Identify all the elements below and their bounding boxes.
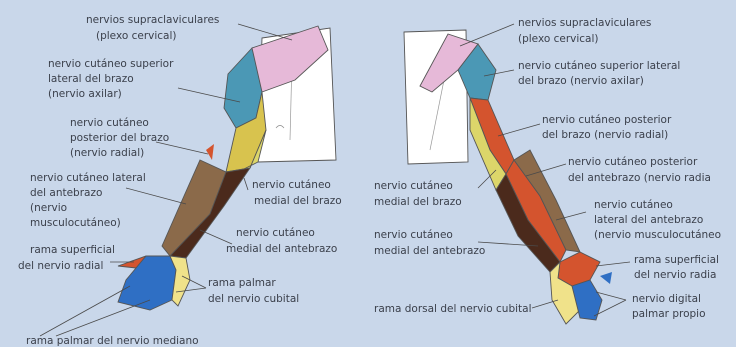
- label-digital-palmar-r: nervio digital palmar propio: [632, 293, 706, 320]
- region-superficial-radial-r: [558, 252, 600, 286]
- region-elbow-radial: [206, 144, 214, 160]
- label-medial-forearm: nervio cutáneo medial del antebrazo: [226, 227, 337, 255]
- label-lateral-forearm-r: nervio cutáneo lateral del antebrazo (ne…: [594, 199, 721, 241]
- label-posterior-arm: nervio cutáneo posterior del brazo (nerv…: [70, 117, 173, 159]
- label-superficial-radial-r: rama superficial del nervio radia: [634, 254, 722, 281]
- label-posterior-forearm-r: nervio cutáneo posterior del antebrazo (…: [568, 156, 711, 184]
- label-superficial-radial: rama superficial del nervio radial: [18, 244, 118, 272]
- label-medial-arm: nervio cutáneo medial del brazo: [252, 179, 342, 207]
- label-medial-forearm-r: nervio cutáneo medial del antebrazo: [374, 229, 485, 257]
- label-ulnar-palmar: rama palmar del nervio cubital: [208, 277, 299, 305]
- label-supraclavicular: nervios supraclaviculares (plexo cervica…: [86, 14, 223, 42]
- label-median-palmar: rama palmar del nervio mediano: [26, 335, 199, 347]
- label-dorsal-ulnar-r: rama dorsal del nervio cubital: [374, 303, 532, 315]
- label-lateral-forearm: nervio cutáneo lateral del antebrazo (ne…: [30, 172, 149, 229]
- label-medial-arm-r: nervio cutáneo medial del brazo: [374, 180, 462, 208]
- region-digital-tip-r: [600, 272, 612, 284]
- label-supraclavicular-r: nervios supraclaviculares (plexo cervica…: [518, 17, 655, 45]
- label-lateral-arm: nervio cutáneo superior lateral del braz…: [48, 58, 177, 100]
- label-posterior-arm-r: nervio cutáneo posterior del brazo (nerv…: [542, 114, 675, 141]
- label-lateral-arm-r: nervio cutáneo superior lateral del braz…: [518, 60, 684, 87]
